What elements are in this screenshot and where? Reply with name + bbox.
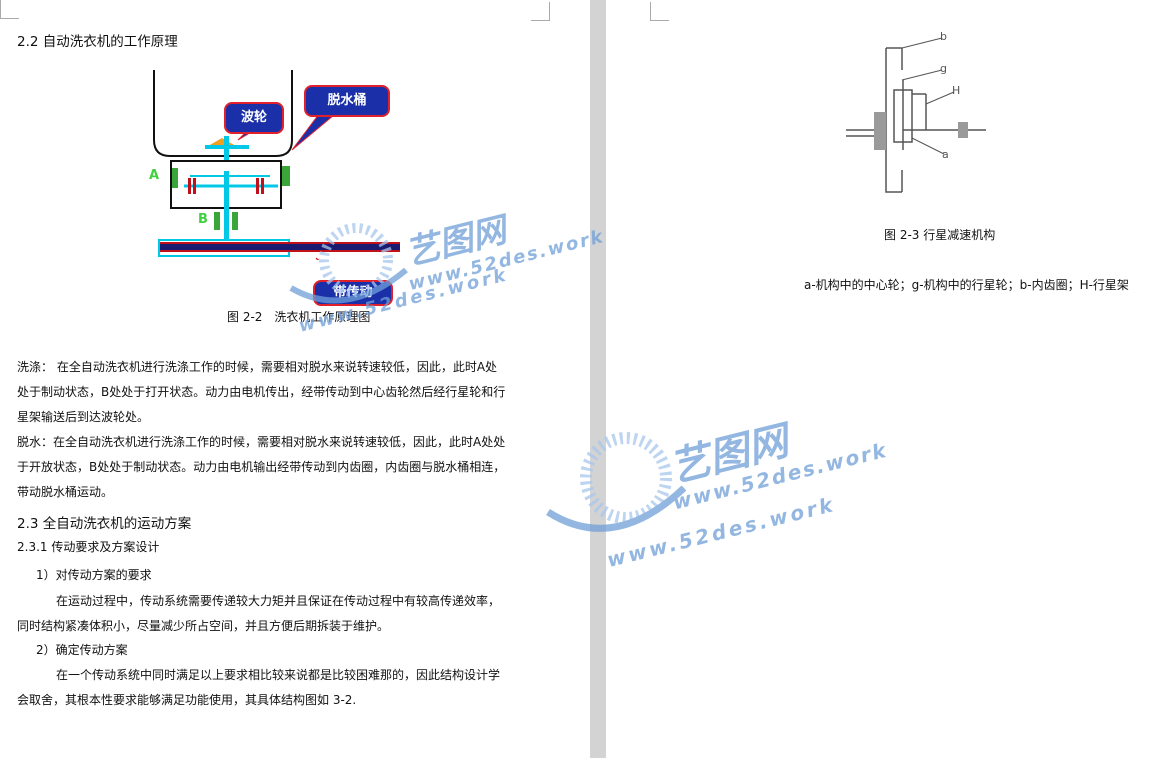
page-gutter bbox=[590, 0, 606, 758]
watermark-center: 艺图网 www.52des.work www.52des.work bbox=[544, 416, 890, 572]
center-shaft-top bbox=[224, 136, 229, 172]
paragraph-line: 处于制动状态，B处处于打开状态。动力由电机传出，经带传动到中心齿轮然后经行星轮和… bbox=[17, 385, 506, 399]
brake-a-right bbox=[282, 166, 290, 186]
watermark-globe-icon bbox=[289, 223, 408, 304]
list-item-title: 1）对传动方案的要求 bbox=[36, 568, 152, 582]
brake-a-left bbox=[172, 168, 178, 188]
page-corner-mark bbox=[531, 2, 550, 21]
belt-edge bbox=[160, 250, 400, 252]
diagram-label-h: H bbox=[952, 84, 961, 97]
watermark-globe-icon bbox=[546, 432, 687, 532]
planet-gear-left bbox=[193, 178, 196, 194]
figure-caption-2-3: 图 2-3 行星减速机构 bbox=[884, 228, 996, 242]
diagram-label-a: a bbox=[942, 148, 949, 161]
center-shaft-mid bbox=[224, 171, 229, 211]
diagram-label-g: g bbox=[940, 62, 947, 75]
paragraph-line: 在运动过程中，传动系统需要传递较大力矩并且保证在传动过程中有较高传递效率， bbox=[56, 594, 501, 608]
brake-b-right bbox=[232, 212, 238, 230]
diagram-label-b: b bbox=[940, 30, 947, 43]
paragraph-line: 星架输送后到达波轮处。 bbox=[17, 410, 150, 424]
drum-outline bbox=[153, 70, 293, 157]
brake-b-left bbox=[214, 212, 220, 230]
label-b: B bbox=[198, 212, 208, 227]
paragraph-line: 洗涤： 在全自动洗衣机进行洗涤工作的时候，需要相对脱水来说转速较低，因此，此时A… bbox=[17, 360, 498, 374]
planet-gear-right bbox=[261, 178, 264, 194]
paragraph-line: 于开放状态，B处处于制动状态。动力由电机输出经带传动到内齿圈，内齿圈与脱水桶相连… bbox=[17, 460, 506, 474]
paragraph-line: 会取舍，其根本性要求能够满足功能使用，其具体结构图如 3-2. bbox=[17, 693, 357, 707]
page-corner-mark bbox=[0, 0, 19, 19]
planet-gear-right bbox=[256, 178, 259, 194]
document-page-left: 2.2 自动洗衣机的工作原理 波轮 脱水 bbox=[0, 0, 550, 707]
page-corner-mark bbox=[650, 2, 669, 21]
section-heading-2-3: 2.3 全自动洗衣机的运动方案 bbox=[17, 516, 192, 532]
planet-gear-left bbox=[188, 178, 191, 194]
paragraph-line: 脱水：在全自动洗衣机进行洗涤工作的时候，需要相对脱水来说转速较低，因此，此时A处… bbox=[17, 435, 506, 449]
center-shaft-low bbox=[224, 210, 229, 240]
paragraph-line: 带动脱水桶运动。 bbox=[17, 485, 114, 499]
label-a: A bbox=[149, 168, 160, 183]
callout-pointer bbox=[315, 257, 320, 260]
watermark-top: 艺图网 www.52des.work www.52des.work bbox=[286, 210, 616, 337]
belt-core bbox=[160, 244, 400, 250]
paragraph-line: 同时结构紧凑体积小，尽量减少所占空间，并且方便后期拆装于维护。 bbox=[17, 619, 390, 633]
figure-caption-2-2: 图 2-2 洗衣机工作原理图 bbox=[227, 310, 371, 324]
paragraph-line: 在一个传动系统中同时满足以上要求相比较来说都是比较困难那的，因此结构设计学 bbox=[56, 668, 501, 682]
figure-legend: a-机构中的中心轮；g-机构中的行星轮；b-内齿圈；H-行星架 bbox=[804, 278, 1129, 292]
planetary-reducer-diagram bbox=[846, 37, 986, 193]
callout-impeller: 波轮 bbox=[224, 102, 284, 134]
list-item-title: 2）确定传动方案 bbox=[36, 643, 128, 657]
washing-machine-diagram bbox=[153, 70, 400, 260]
impeller-shape bbox=[208, 138, 236, 146]
callout-spin-tub: 脱水桶 bbox=[304, 85, 390, 117]
subsection-heading-2-3-1: 2.3.1 传动要求及方案设计 bbox=[17, 540, 160, 554]
belt-edge bbox=[160, 242, 400, 244]
document-page-right: b g H a 图 2-3 行星减速机构 a-机构中的中心轮；g-机构中的行星轮… bbox=[606, 0, 1176, 758]
section-heading-2-2: 2.2 自动洗衣机的工作原理 bbox=[17, 34, 178, 50]
